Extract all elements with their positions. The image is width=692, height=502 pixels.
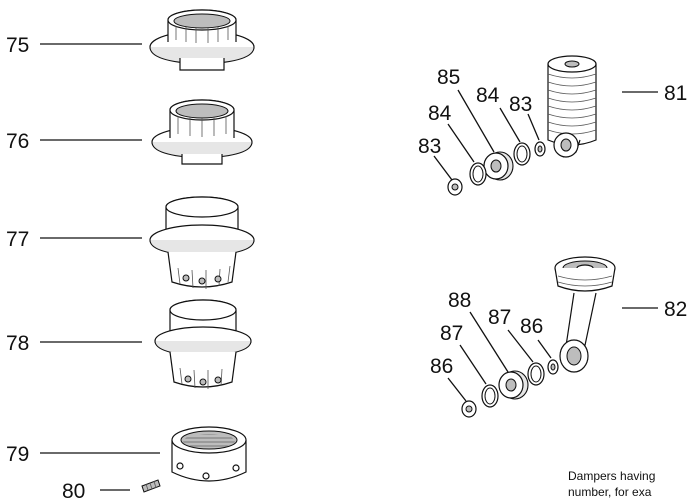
callout-83-right: 83: [509, 93, 532, 116]
callout-76: 76: [6, 130, 29, 153]
callout-85: 85: [437, 66, 460, 89]
callout-87-left: 87: [440, 322, 463, 345]
callout-80: 80: [62, 480, 85, 502]
leader-87-right: 87: [488, 306, 534, 363]
callout-84-left: 84: [428, 102, 452, 125]
leader-86-left: 86: [430, 355, 467, 402]
leader-76: 76: [6, 130, 142, 153]
part-83-bushing-upper-left: [447, 178, 463, 196]
part-79-adjuster-nut: [171, 426, 247, 482]
part-82-body: [554, 256, 616, 373]
leader-83-left: 83: [418, 135, 453, 181]
part-84-ring-upper-right: [513, 142, 531, 166]
callout-87-right: 87: [488, 306, 511, 329]
note-line-2: number, for exa: [568, 485, 652, 499]
part-88-bearing: [498, 370, 529, 400]
part-76-cup: [151, 99, 253, 165]
leader-85: 85: [437, 66, 495, 153]
callout-79: 79: [6, 443, 29, 466]
part-86-bushing-lower-left: [461, 400, 477, 418]
note-line-1: Dampers having: [568, 469, 655, 483]
leader-84-left: 84: [428, 102, 475, 163]
part-87-ring-lower-right: [527, 362, 545, 386]
part-87-ring-lower-left: [481, 384, 499, 408]
part-81-body: [547, 55, 597, 158]
callout-88: 88: [448, 289, 471, 312]
part-85-bearing: [483, 151, 514, 181]
leader-83-right: 83: [509, 93, 540, 141]
callout-83-left: 83: [418, 135, 441, 158]
leader-78: 78: [6, 332, 142, 355]
callout-82: 82: [664, 298, 687, 321]
callout-86-left: 86: [430, 355, 453, 378]
part-77-spring-seat: [149, 196, 255, 289]
callout-77: 77: [6, 228, 29, 251]
part-84-ring-upper-left: [469, 162, 487, 186]
leader-75: 75: [6, 34, 142, 57]
callout-75: 75: [6, 34, 29, 57]
leader-88: 88: [448, 289, 509, 373]
part-86-bushing-lower-right: [547, 359, 559, 375]
leader-82: 82: [622, 298, 687, 321]
leader-77: 77: [6, 228, 142, 251]
part-80-set-screw: [141, 479, 161, 493]
callout-86-right: 86: [520, 315, 543, 338]
part-83-bushing-upper-right: [534, 141, 546, 157]
leader-80: 80: [62, 480, 130, 502]
callout-84-right: 84: [476, 84, 500, 107]
leader-84-right: 84: [476, 84, 521, 143]
part-75-cup: [149, 9, 255, 71]
part-78-spring-seat: [154, 299, 252, 389]
leader-86-right: 86: [520, 315, 552, 359]
callout-78: 78: [6, 332, 29, 355]
callout-81: 81: [664, 82, 687, 105]
leader-79: 79: [6, 443, 160, 466]
leader-81: 81: [622, 82, 687, 105]
leader-87-left: 87: [440, 322, 487, 385]
